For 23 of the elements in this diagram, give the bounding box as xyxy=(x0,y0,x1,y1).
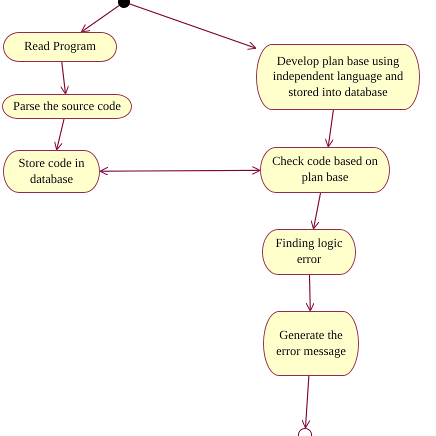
action-node xyxy=(3,150,100,193)
action-node xyxy=(2,94,132,119)
action-text: Check code based on plan base xyxy=(271,154,379,186)
action-node xyxy=(256,44,420,110)
action-node xyxy=(263,311,359,376)
action-text: Finding logic error xyxy=(274,236,344,268)
action-text: Read Program xyxy=(24,39,96,55)
arrow xyxy=(310,192,322,230)
action-node xyxy=(262,229,356,275)
arrow xyxy=(80,4,120,33)
arrow xyxy=(306,274,315,312)
action-text: Store code in database xyxy=(18,156,86,188)
action-text: Generate the error message xyxy=(275,328,347,360)
action-node xyxy=(3,32,117,62)
action-node xyxy=(260,147,390,193)
arrow xyxy=(99,166,261,176)
arrow xyxy=(324,110,334,148)
action-text: Develop plan base using independent language and stored into database xyxy=(272,54,404,100)
action-text: Parse the source code xyxy=(13,98,121,114)
arrow xyxy=(301,376,310,429)
arrow xyxy=(129,3,257,50)
arrow xyxy=(54,118,65,151)
arrow xyxy=(60,62,70,95)
